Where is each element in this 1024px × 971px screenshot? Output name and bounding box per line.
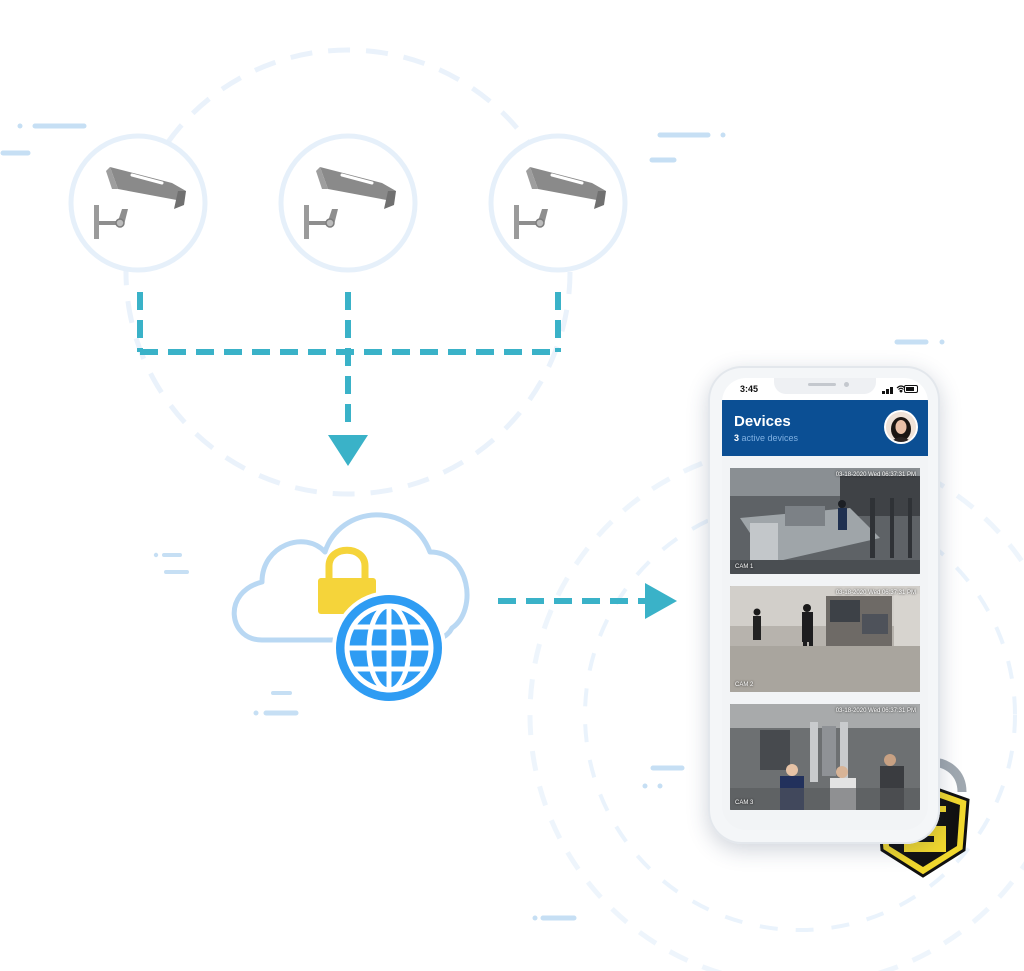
arrow-right-icon bbox=[645, 583, 677, 619]
active-devices-text: active devices bbox=[739, 433, 799, 443]
phone-screen: 3:45 Devices 3 active devices bbox=[722, 378, 928, 830]
status-icons bbox=[882, 384, 918, 394]
decorative-dashes bbox=[0, 123, 929, 921]
active-device-count: 3 bbox=[734, 433, 740, 443]
feed-image bbox=[730, 586, 920, 692]
status-bar: 3:45 bbox=[722, 378, 928, 400]
camera-node-1 bbox=[68, 133, 208, 273]
globe-icon bbox=[332, 591, 446, 705]
security-camera-icon bbox=[514, 167, 606, 239]
camera-label: CAM 2 bbox=[735, 682, 754, 688]
devices-header: Devices 3 active devices bbox=[722, 400, 928, 456]
security-camera-icon bbox=[304, 167, 396, 239]
background-dashed-circle bbox=[123, 47, 573, 497]
feed-image bbox=[730, 704, 920, 810]
feed-timestamp: 03-18-2020 Wed 06:37:31 PM bbox=[835, 708, 916, 714]
page-title: Devices bbox=[734, 413, 791, 430]
status-time: 3:45 bbox=[740, 384, 759, 394]
battery-icon bbox=[904, 385, 918, 393]
camera-label: CAM 1 bbox=[735, 564, 754, 570]
decorative-dots bbox=[17, 123, 945, 921]
arrow-down-icon bbox=[328, 435, 368, 466]
camera-node-3 bbox=[488, 133, 628, 273]
camera-label: CAM 3 bbox=[735, 800, 754, 806]
user-photo bbox=[886, 412, 916, 442]
feed-image bbox=[730, 468, 920, 574]
active-devices-subtitle: 3 active devices bbox=[734, 433, 798, 443]
signal-icon bbox=[882, 391, 885, 394]
camera-connectors bbox=[137, 292, 561, 430]
camera-node-2 bbox=[278, 133, 418, 273]
camera-feed-3[interactable]: 03-18-2020 Wed 06:37:31 PM CAM 3 bbox=[730, 704, 920, 810]
feed-timestamp: 03-18-2020 Wed 06:37:31 PM bbox=[835, 472, 916, 478]
phone-notch bbox=[774, 378, 876, 394]
phone-mockup: 3:45 Devices 3 active devices bbox=[708, 366, 940, 844]
camera-feed-2[interactable]: 03-18-2020 Wed 06:37:31 PM CAM 2 bbox=[730, 586, 920, 692]
security-camera-icon bbox=[94, 167, 186, 239]
camera-feed-1[interactable]: 03-18-2020 Wed 06:37:31 PM CAM 1 bbox=[730, 468, 920, 574]
feed-timestamp: 03-18-2020 Wed 06:37:31 PM bbox=[835, 590, 916, 596]
avatar[interactable] bbox=[886, 412, 916, 442]
